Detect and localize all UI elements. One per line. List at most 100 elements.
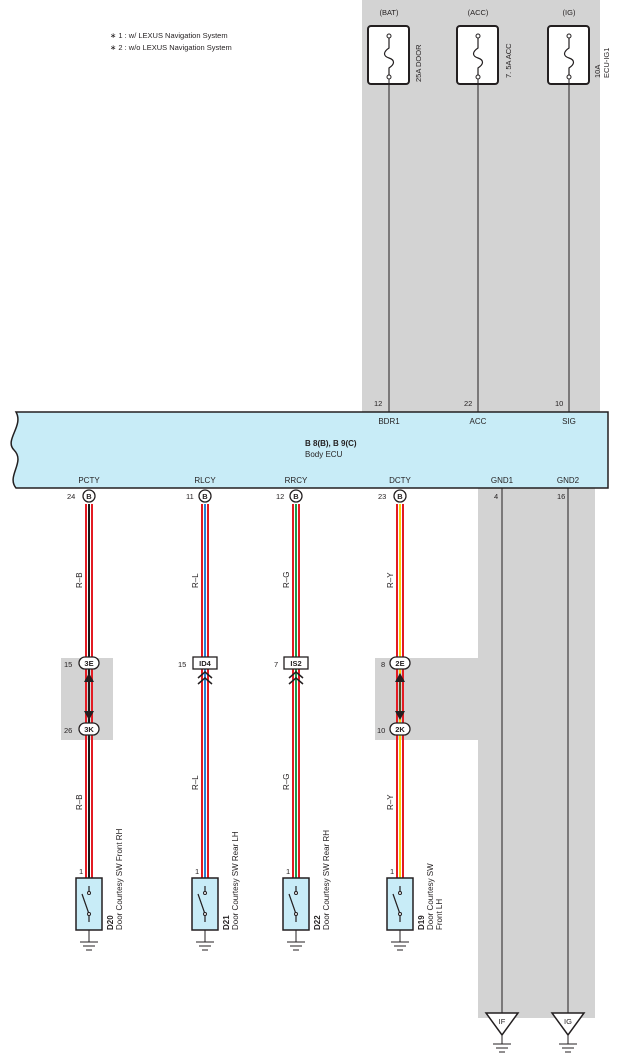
switch-d19-code: D19: [417, 915, 426, 930]
switch-d21: 1 D21 Door Courtesy SW Rear LH: [191, 831, 240, 951]
switch-d19-terminal: [398, 891, 402, 895]
junction-2e-arrow-up: [395, 673, 405, 682]
junction-is2: 7 IS2: [274, 656, 309, 685]
ground-ig-triangle: [550, 1012, 586, 1037]
junction-id4-pin: 15: [178, 660, 186, 669]
pin-gnd2-number: 16: [557, 492, 565, 501]
ecu-pin-gnd1: GND1: [491, 476, 514, 485]
switch-d19-ground-icon: [391, 941, 409, 951]
wire-rrcy: [292, 504, 300, 878]
switch-d22-name: Door Courtesy SW Rear RH: [322, 830, 331, 930]
fuse-ig-terminal: [566, 33, 572, 39]
connector-pcty-badge: [82, 489, 96, 503]
fuse-acc-terminal: [475, 74, 481, 80]
switch-d19-name-line2: Front LH: [435, 899, 444, 930]
ecu-connector-code: B 8(B), B 9(C): [305, 439, 357, 448]
switch-d22-pin: 1: [286, 867, 290, 876]
ecu-connector-markers: 24 B 11 B 12 B 23 B: [67, 489, 407, 503]
notes: ∗ 1 : w/ LEXUS Navigation System ∗ 2 : w…: [110, 31, 232, 52]
ground-ig-icon: [559, 1043, 577, 1053]
switch-d22-body: [282, 877, 310, 931]
switch-d19-pin: 1: [390, 867, 394, 876]
switch-d21-ground-icon: [196, 941, 214, 951]
wire-pcty-color-lower: R–B: [75, 794, 84, 810]
junction-3e-code: 3E: [84, 659, 93, 668]
switch-d21-pin: 1: [195, 867, 199, 876]
junction-2k-code: 2K: [395, 725, 405, 734]
junction-2k-arrow-down: [395, 711, 405, 720]
switch-d22-terminal: [294, 891, 298, 895]
connector-dcty: 23 B: [378, 489, 407, 503]
switch-d20-body: [75, 877, 103, 931]
switch-d22: 1 D22 Door Courtesy SW Rear RH: [282, 830, 331, 951]
pin-rrcy-number: 12: [276, 492, 284, 501]
fuse-acc-terminal: [475, 33, 481, 39]
connector-rrcy: 12 B: [276, 489, 303, 503]
switch-d20: 1 D20 Door Courtesy SW Front RH: [75, 828, 124, 951]
pin-gnd1-number: 4: [494, 492, 498, 501]
ground-point-if: IF: [484, 1012, 520, 1053]
wire-dcty-color-lower: R–Y: [386, 794, 395, 810]
fuse-ig-rating: 10A: [593, 65, 602, 78]
ground-zone-shade: [375, 488, 595, 1018]
fuse-bat-element: [383, 36, 395, 77]
wire-rrcy-color-lower: R–G: [282, 774, 291, 790]
wire-color-labels: R–B R–L R–G R–Y R–B R–L R–G R–Y: [75, 572, 395, 810]
junction-3k-pin: 26: [64, 726, 72, 735]
junction-2e-code: 2E: [395, 659, 404, 668]
switch-d20-code: D20: [106, 915, 115, 930]
ecu-top-pin-numbers: 12 22 10: [374, 399, 563, 408]
fuse-ig-supply: (IG): [563, 8, 576, 17]
junction-2k-pin: 10: [377, 726, 385, 735]
wire-rlcy-color-lower: R–L: [191, 775, 200, 790]
switch-d21-name: Door Courtesy SW Rear LH: [231, 831, 240, 930]
junction-is2-badge: [283, 656, 309, 670]
switch-d22-terminal: [294, 912, 298, 916]
ground-if-icon: [493, 1043, 511, 1053]
connector-dcty-badge: [393, 489, 407, 503]
wire-rlcy-color-upper: R–L: [191, 573, 200, 588]
switch-d19-body: [386, 877, 414, 931]
junction-3e-arrow-up: [84, 673, 94, 682]
fuse-acc-element: [472, 36, 484, 77]
fuse-ig: (IG) 10A ECU-IG1: [547, 8, 611, 85]
junction-2e-pin: 8: [381, 660, 385, 669]
note-2: ∗ 2 : w/o LEXUS Navigation System: [110, 43, 232, 52]
connector-rlcy-badge: [198, 489, 212, 503]
junction-3e-badge: [78, 656, 100, 670]
fuse-ig-label: ECU-IG1: [602, 48, 611, 78]
junction-is2-pin: 7: [274, 660, 278, 669]
switch-d20-terminal: [87, 912, 91, 916]
switch-d22-code: D22: [313, 915, 322, 930]
pin-dcty-number: 23: [378, 492, 386, 501]
junction-id4-code: ID4: [199, 659, 212, 668]
pin-bdr1-number: 12: [374, 399, 382, 408]
junction-2e-2k: 8 2E 10 2K: [377, 656, 411, 736]
switch-d20-terminal: [87, 891, 91, 895]
switch-d21-terminal: [203, 912, 207, 916]
fuse-acc-supply: (ACC): [468, 8, 489, 17]
note-1: ∗ 1 : w/ LEXUS Navigation System: [110, 31, 228, 40]
ecu-pin-gnd2: GND2: [557, 476, 580, 485]
pin-sig-number: 10: [555, 399, 563, 408]
switch-d22-ground-icon: [287, 941, 305, 951]
pin-acc-number: 22: [464, 399, 472, 408]
ecu-pin-bdr1: BDR1: [378, 417, 400, 426]
junction-id4-badge: [192, 656, 218, 670]
junction-2e-badge: [389, 656, 411, 670]
junction-3e-3k: 15 3E 26 3K: [64, 656, 100, 736]
switch-d20-pin: 1: [79, 867, 83, 876]
switch-d19-terminal: [398, 912, 402, 916]
wire-dcty-color-upper: R–Y: [386, 572, 395, 588]
fuse-ig-element: [563, 36, 575, 77]
connector-pcty-letter: B: [86, 492, 92, 501]
ecu-name: Body ECU: [305, 450, 343, 459]
ground-ig-label: IG: [564, 1017, 572, 1026]
switch-d20-ground-icon: [80, 941, 98, 951]
ground-if-label: IF: [499, 1017, 506, 1026]
junction-3k-arrow-down: [84, 711, 94, 720]
pin-rlcy-number: 11: [186, 492, 194, 501]
ground-wires: [501, 488, 569, 1013]
wire-rrcy-color-upper: R–G: [282, 572, 291, 588]
junction-2k-badge: [389, 722, 411, 736]
